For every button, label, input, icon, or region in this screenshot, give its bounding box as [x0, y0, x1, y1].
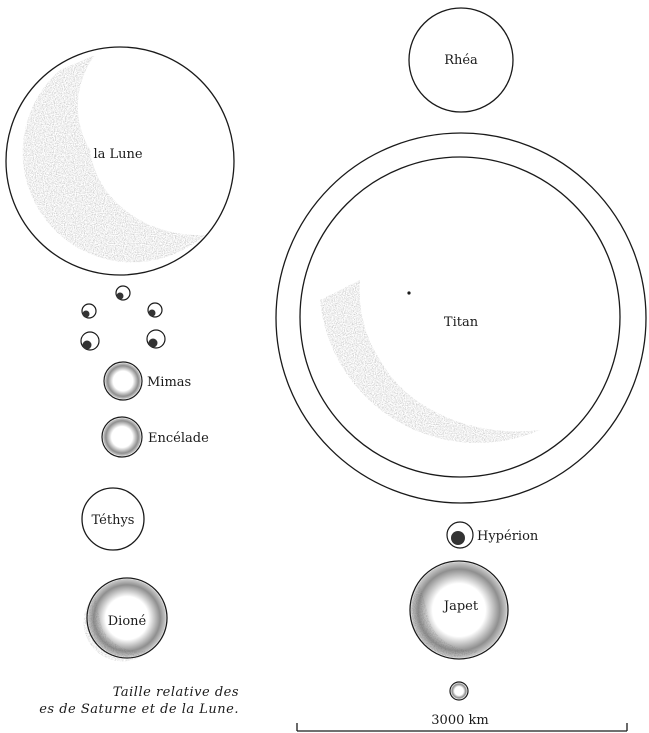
tethys-disc: Téthys: [82, 488, 144, 550]
dione-label: Dioné: [108, 614, 147, 629]
enceladus-label: Encélade: [148, 431, 209, 446]
rhea-disc: Rhéa: [409, 8, 513, 112]
mimas-label: Mimas: [147, 375, 191, 390]
tethys-label: Téthys: [92, 513, 135, 528]
enceladus-disc: Encélade: [102, 417, 209, 457]
caption-line-2: es de Saturne et de la Lune.: [0, 701, 239, 718]
caption-line-1: Taille relative des: [0, 684, 239, 701]
small-satellite-icons: [81, 286, 165, 350]
figure-caption: Taille relative des es de Saturne et de …: [0, 684, 239, 718]
mimas-disc: Mimas: [104, 362, 191, 400]
iapetus-label: Japet: [442, 599, 479, 614]
scale-bar-label: 3000 km: [431, 713, 488, 728]
dione-disc: Dioné: [84, 578, 167, 661]
scale-bar: 3000 km: [297, 713, 627, 731]
hyperion-disc: Hypérion: [447, 522, 539, 548]
iapetus-disc: Japet: [410, 561, 508, 659]
titan-label: Titan: [444, 315, 479, 330]
rhea-label: Rhéa: [444, 53, 478, 68]
hyperion-label: Hypérion: [477, 529, 539, 544]
moon-disc: la Lune: [6, 47, 234, 275]
moon-label: la Lune: [93, 147, 142, 162]
titan-disc: Titan: [276, 133, 646, 503]
